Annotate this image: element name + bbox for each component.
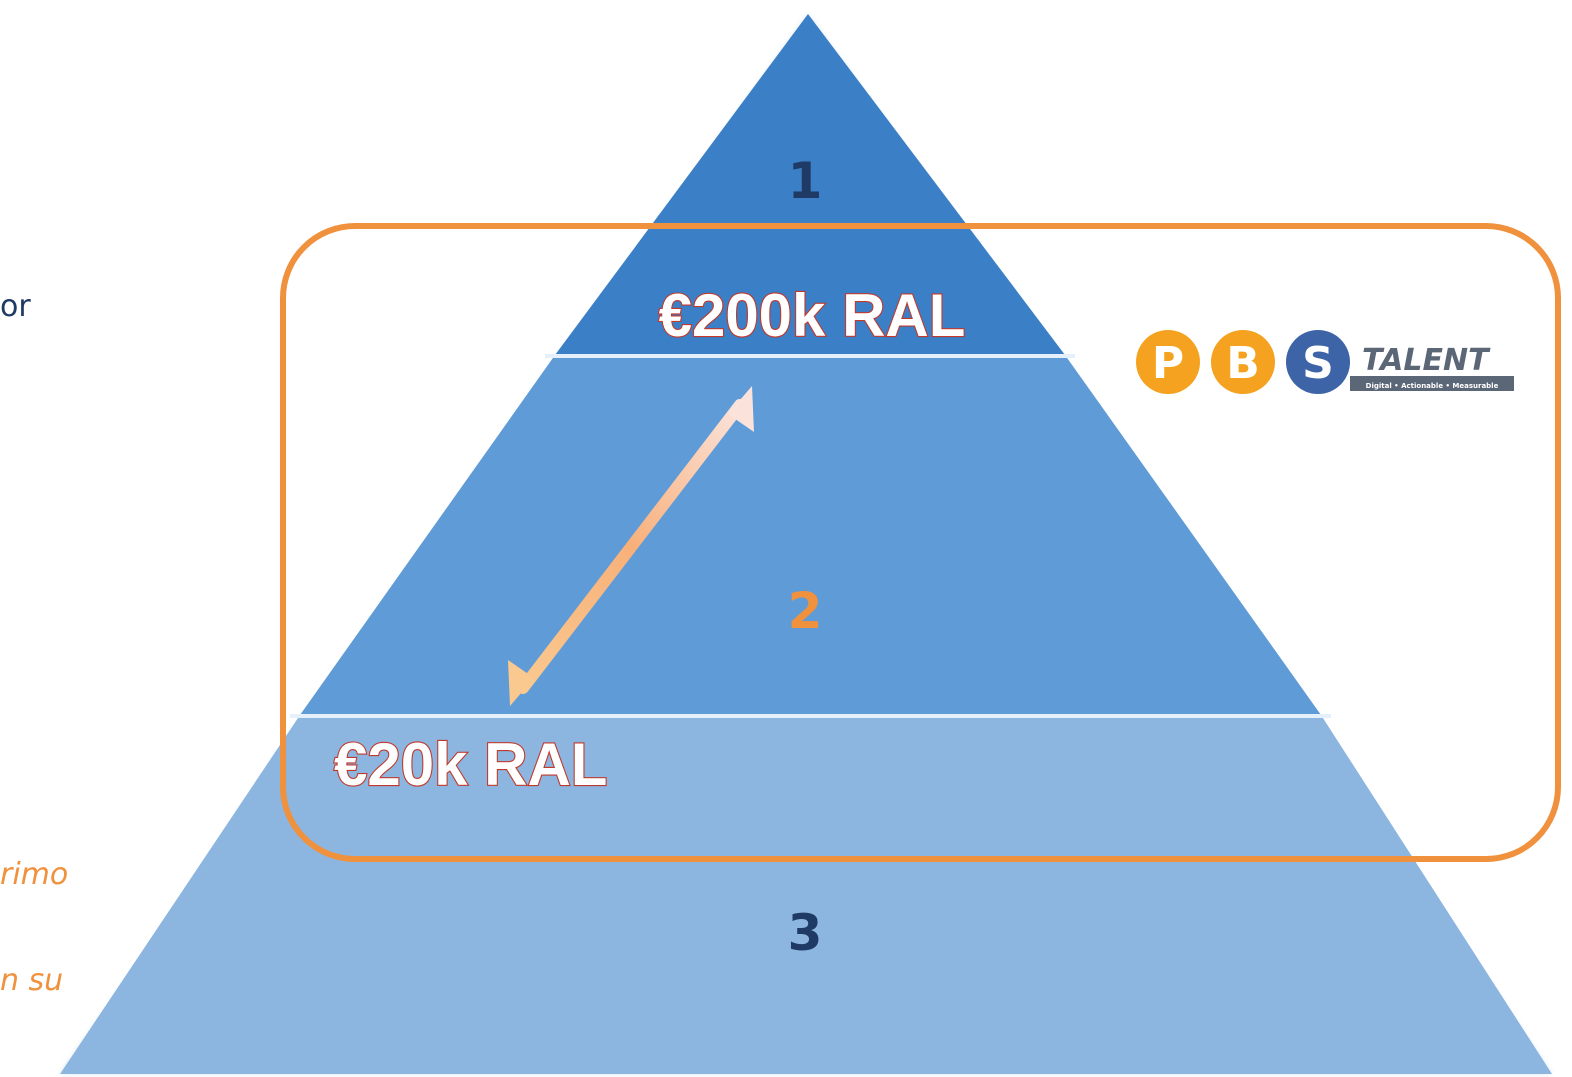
- logo-tagline: Digital • Actionable • Measurable: [1366, 382, 1499, 390]
- level-number-2: 2: [788, 582, 823, 640]
- salary-label-bottom: €20k RAL: [334, 731, 607, 798]
- pyramid-level-2: [300, 355, 1321, 715]
- logo-circle-s: [1286, 330, 1350, 394]
- logo-circle-p: [1136, 330, 1200, 394]
- left-text-fragment-rimo: rimo: [0, 857, 69, 892]
- level-number-1: 1: [788, 152, 823, 210]
- pbs-talent-logo: P B S TALENT Digital • Actionable • Meas…: [1136, 330, 1514, 394]
- salary-label-top: €200k RAL: [659, 282, 966, 349]
- logo-letter-b: B: [1226, 338, 1260, 389]
- logo-word-talent: TALENT: [1362, 343, 1491, 378]
- pyramid-level-3: [60, 715, 1552, 1074]
- logo-letter-p: P: [1152, 338, 1184, 389]
- double-headed-arrow-icon: [508, 386, 754, 706]
- logo-tagline-bar: [1350, 378, 1514, 391]
- logo-letter-s: S: [1302, 338, 1334, 389]
- level-number-3: 3: [788, 904, 823, 962]
- left-text-fragment-or: or: [0, 289, 31, 324]
- highlight-box: [280, 223, 1561, 862]
- left-text-fragment-su: n su: [0, 963, 64, 998]
- pyramid-level-1: [555, 14, 1065, 355]
- logo-circle-b: [1211, 330, 1275, 394]
